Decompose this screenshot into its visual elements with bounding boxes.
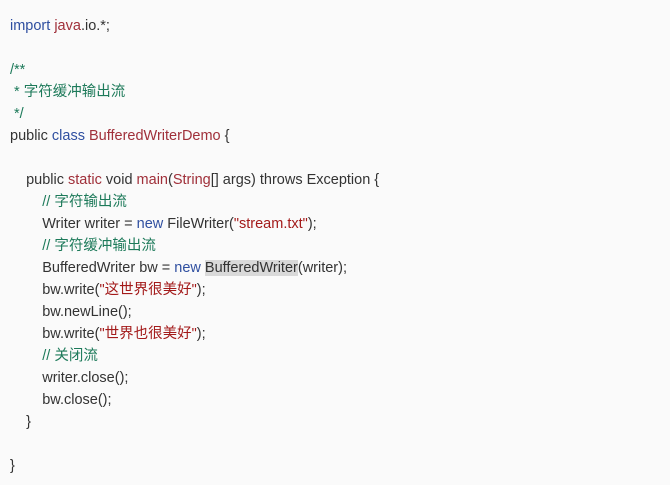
code-keyword: import <box>10 18 51 34</box>
code-line: bw.write("世界也很美好"); <box>10 323 379 345</box>
code-line <box>10 37 379 59</box>
code-comment: * 字符缓冲输出流 <box>10 84 126 100</box>
code-line: */ <box>10 103 379 125</box>
code-line: bw.newLine(); <box>10 301 379 323</box>
code-token: ); <box>196 326 206 342</box>
highlighted-token: BufferedWriter <box>204 260 298 276</box>
code-line: // 字符输出流 <box>10 191 379 213</box>
code-token: bw.newLine(); <box>10 304 132 320</box>
code-comment: // 关闭流 <box>42 348 98 364</box>
code-string: "这世界很美好" <box>99 282 197 298</box>
code-token: writer.close(); <box>10 370 129 386</box>
code-string: "stream.txt" <box>233 216 308 232</box>
code-keyword: new <box>136 216 164 232</box>
code-line: bw.close(); <box>10 389 379 411</box>
code-token: main <box>136 172 168 188</box>
code-token: ); <box>307 216 317 232</box>
code-comment: // 字符输出流 <box>42 194 127 210</box>
code-line <box>10 433 379 455</box>
code-token: Writer writer = <box>10 216 137 232</box>
code-token: } <box>10 458 15 474</box>
code-line: /** <box>10 59 379 81</box>
code-token: [] args) throws Exception { <box>210 172 380 188</box>
code-token: static <box>68 172 102 188</box>
code-keyword: class <box>51 128 85 144</box>
code-token: FileWriter( <box>163 216 234 232</box>
code-token: bw.write( <box>10 282 100 298</box>
code-line: // 关闭流 <box>10 345 379 367</box>
code-line <box>10 147 379 169</box>
code-token: } <box>10 414 31 430</box>
code-line: import java.io.*; <box>10 15 379 37</box>
code-token: bw.write( <box>10 326 100 342</box>
code-line: } <box>10 455 379 477</box>
code-keyword: new <box>174 260 201 276</box>
code-comment: /** <box>10 62 26 78</box>
code-line: public class BufferedWriterDemo { <box>10 125 379 147</box>
code-line: * 字符缓冲输出流 <box>10 81 379 103</box>
code-comment: // 字符缓冲输出流 <box>42 238 156 254</box>
code-string: "世界也很美好" <box>99 326 197 342</box>
code-token <box>10 194 42 210</box>
code-token: BufferedWriter bw = <box>10 260 175 276</box>
code-line: } <box>10 411 379 433</box>
code-token: void <box>101 172 137 188</box>
code-token <box>10 348 42 364</box>
code-line: writer.close(); <box>10 367 379 389</box>
code-token: ); <box>196 282 206 298</box>
code-token <box>10 238 42 254</box>
code-token: (writer); <box>297 260 347 276</box>
code-token: public <box>10 128 52 144</box>
code-block: import java.io.*; /** * 字符缓冲输出流 */ public… <box>10 15 379 477</box>
code-line: public static void main(String[] args) t… <box>10 169 379 191</box>
code-token: ( <box>167 172 173 188</box>
code-line: BufferedWriter bw = new BufferedWriter(w… <box>10 257 379 279</box>
code-comment: */ <box>10 106 24 122</box>
code-line: bw.write("这世界很美好"); <box>10 279 379 301</box>
code-token: bw.close(); <box>10 392 112 408</box>
code-token: String <box>172 172 211 188</box>
code-token: java <box>54 18 81 34</box>
code-line: // 字符缓冲输出流 <box>10 235 379 257</box>
code-token: { <box>220 128 230 144</box>
code-token: BufferedWriterDemo <box>89 128 221 144</box>
code-token: .io.*; <box>80 18 110 34</box>
code-line: Writer writer = new FileWriter("stream.t… <box>10 213 379 235</box>
code-token: public <box>10 172 69 188</box>
